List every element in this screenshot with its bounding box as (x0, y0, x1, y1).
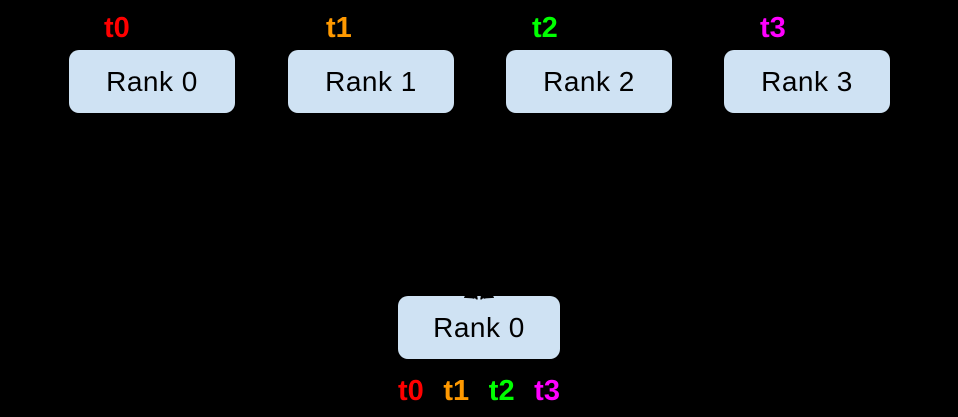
thread-label-t2-bottom: t2 (488, 375, 515, 407)
rank-0-label: Rank 0 (106, 65, 198, 97)
rank-0-merged-label: Rank 0 (433, 311, 525, 343)
rank-3-label: Rank 3 (761, 65, 853, 97)
rank-1-label: Rank 1 (325, 65, 417, 97)
thread-label-t3-bottom: t3 (534, 375, 560, 407)
rank-0-merged-box: Rank 0 (398, 296, 560, 359)
rank-3-box: Rank 3 (724, 50, 890, 113)
thread-label-t1-bottom: t1 (443, 375, 470, 407)
thread-label-t0-bottom: t0 (398, 375, 424, 407)
thread-label-t3-top: t3 (760, 12, 786, 44)
rank-2-box: Rank 2 (506, 50, 672, 113)
merge-arrow-rank1 (370, 113, 478, 300)
rank-2-label: Rank 2 (543, 65, 635, 97)
merge-arrow-rank3 (483, 113, 808, 299)
rank-0-box: Rank 0 (69, 50, 235, 113)
rank-1-box: Rank 1 (288, 50, 454, 113)
merged-thread-labels: t0 t1 t2 t3 (398, 377, 560, 406)
thread-label-t2-top: t2 (532, 12, 558, 44)
merge-arrow-rank0 (151, 113, 475, 299)
thread-label-t1-top: t1 (326, 12, 352, 44)
merge-arrow-rank2 (480, 113, 590, 300)
thread-label-t0-top: t0 (104, 12, 130, 44)
